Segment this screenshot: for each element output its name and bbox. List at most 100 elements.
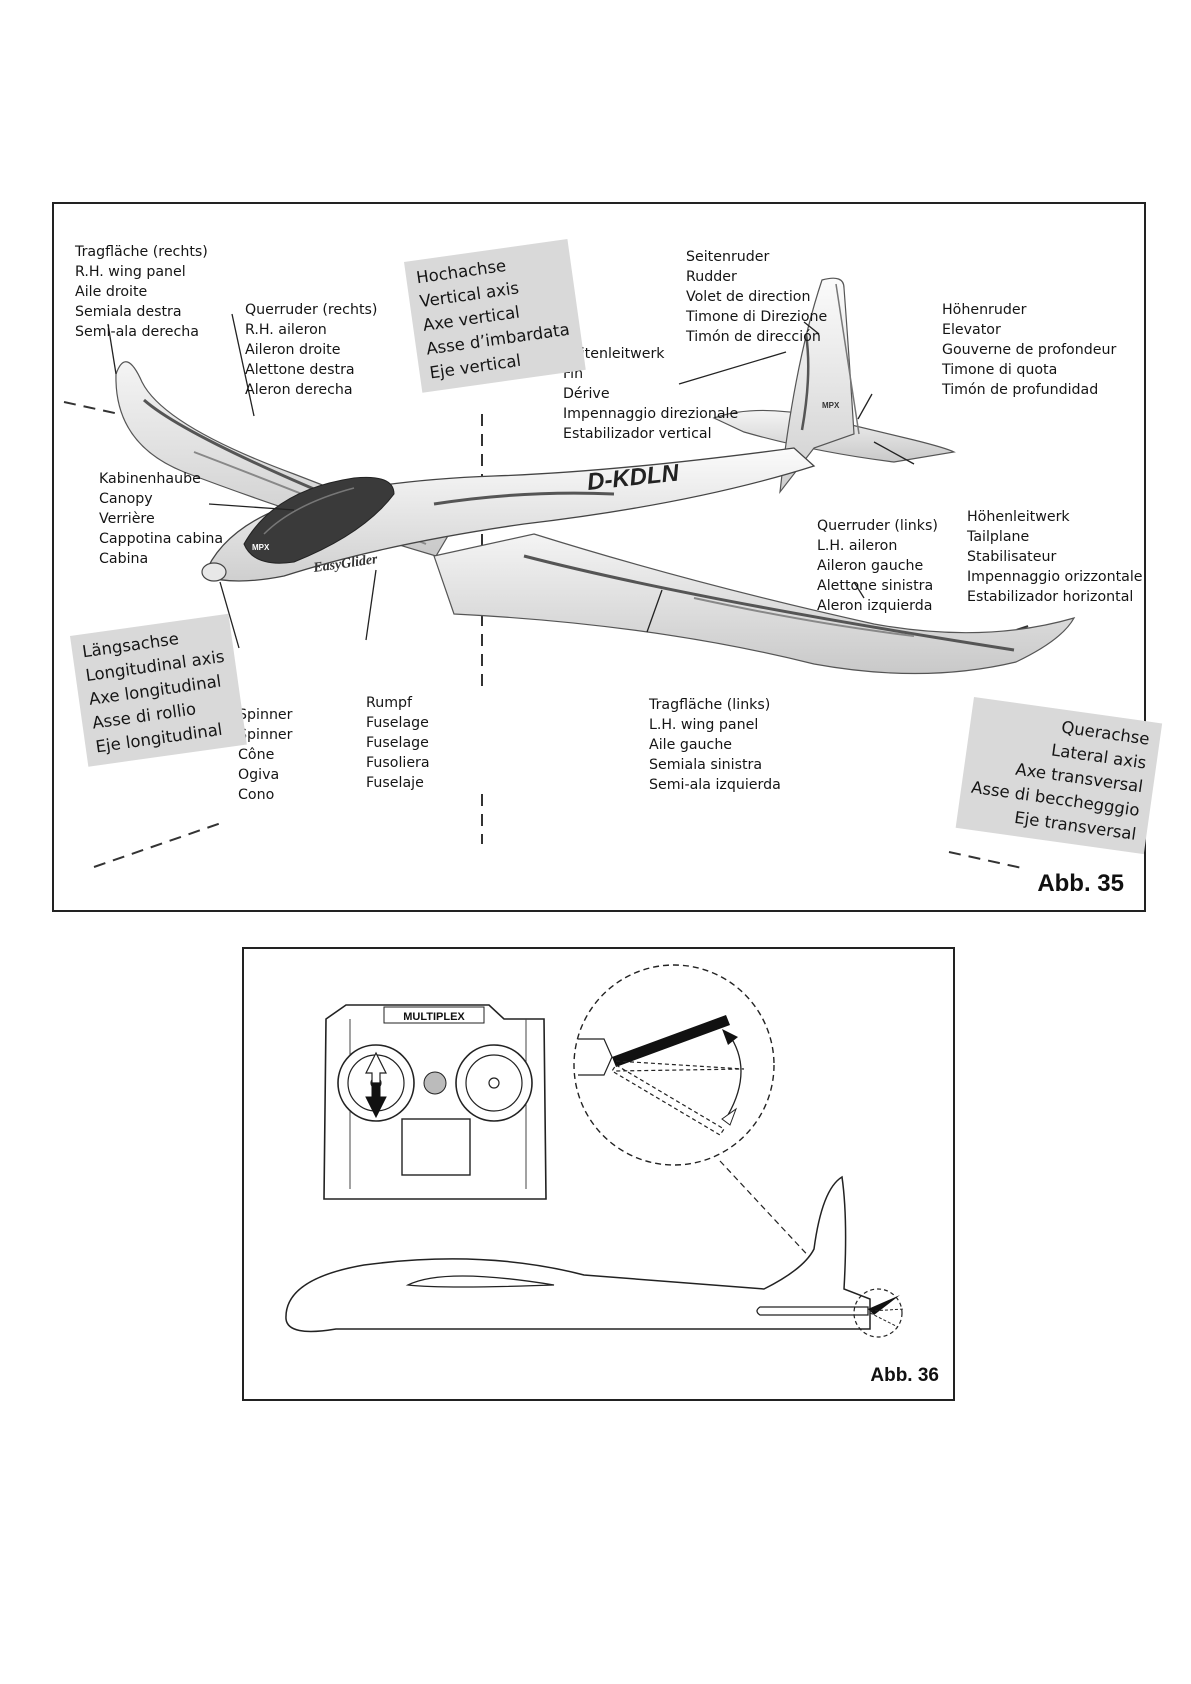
elevator-raised: [612, 1015, 730, 1067]
label-line: Fusoliera: [366, 755, 430, 771]
center-button: [423, 1071, 447, 1095]
glider-fuselage-outline: [285, 1175, 871, 1333]
right-stick: [488, 1077, 500, 1089]
label-line: Tailplane: [967, 529, 1030, 545]
leader-spinner: [219, 581, 240, 649]
glider-illustration: D-KDLN EasyGlider MPX MPX: [63, 277, 1076, 869]
elevator-lowered: [611, 1064, 725, 1136]
label-right-aileron: Querruder (rechts) R.H. aileron Aileron …: [245, 300, 377, 400]
label-line: Timón de profundidad: [942, 382, 1099, 398]
longitudinal-axis-box: Längsachse Longitudinal axis Axe longitu…: [70, 613, 247, 767]
canopy-logo-text: MPX: [252, 543, 270, 552]
leader-tailplane: [873, 441, 915, 465]
label-line: Semi-ala derecha: [75, 324, 199, 340]
label-line: Höhenleitwerk: [967, 509, 1070, 525]
label-line: Kabinenhaube: [99, 471, 201, 487]
label-line: Cabina: [99, 551, 149, 567]
label-canopy: Kabinenhaube Canopy Verrière Cappotina c…: [99, 469, 223, 569]
label-line: Cône: [238, 747, 275, 763]
label-line: L.H. aileron: [817, 538, 898, 554]
leader-lines: [107, 313, 915, 649]
canopy-shape: [243, 476, 395, 564]
label-line: Querruder (rechts): [245, 302, 378, 318]
vertical-axis-box: Hochachse Vertical axis Axe vertical Ass…: [404, 239, 586, 393]
label-fin: Seitenleitwerk Fin Dérive Impennaggio di…: [563, 344, 738, 444]
label-tailplane: Höhenleitwerk Tailplane Stabilisateur Im…: [967, 507, 1143, 607]
label-line: Querruder (links): [817, 518, 938, 534]
fuselage-stripe: [433, 491, 615, 506]
label-line: Semiala sinistra: [649, 757, 763, 773]
label-right-wing-panel: Tragfläche (rechts) R.H. wing panel Aile…: [75, 242, 208, 342]
label-line: Tragfläche (links): [649, 697, 771, 713]
label-line: Seitenruder: [686, 249, 770, 265]
label-line: Timone di quota: [942, 362, 1058, 378]
label-line: Höhenruder: [942, 302, 1027, 318]
left-wing-stripe: [523, 554, 1015, 652]
label-line: Rumpf: [366, 695, 413, 711]
label-line: R.H. wing panel: [75, 264, 186, 280]
label-line: Tragfläche (rechts): [75, 244, 208, 260]
elevator-small-dashed: [869, 1308, 905, 1328]
canopy-highlight: [263, 487, 355, 535]
arrow-down-icon: [365, 1082, 387, 1119]
label-line: Aileron droite: [245, 342, 341, 358]
label-line: Volet de direction: [686, 289, 811, 305]
label-line: Alettone sinistra: [817, 578, 934, 594]
elevator-diagram: MULTIPLEX: [285, 964, 905, 1338]
leader-right-wing: [107, 323, 117, 375]
label-fuselage: Rumpf Fuselage Fuselage Fusoliera Fusela…: [366, 693, 430, 793]
label-line: Elevator: [942, 322, 1001, 338]
label-line: Stabilisateur: [967, 549, 1057, 565]
transmitter-display: [401, 1118, 471, 1176]
label-line: Verrière: [99, 511, 155, 527]
spinner-shape: [201, 562, 227, 582]
label-line: Fuselage: [366, 715, 429, 731]
left-wing-panel: [433, 533, 1076, 675]
lateral-axis-line-right: [948, 851, 1023, 869]
label-spinner: Spinner Spinner Cône Ogiva Cono: [238, 705, 293, 805]
leader-right-aileron: [231, 313, 255, 417]
label-line: Gouverne de profondeur: [942, 342, 1117, 358]
label-line: Estabilizador vertical: [563, 426, 712, 442]
label-left-aileron: Querruder (links) L.H. aileron Aileron g…: [817, 516, 938, 616]
label-line: Semi-ala izquierda: [649, 777, 781, 793]
elevator-neutral: [615, 1060, 745, 1072]
lateral-axis-line-left: [63, 401, 157, 423]
label-line: Aile droite: [75, 284, 148, 300]
label-line: Aileron gauche: [817, 558, 924, 574]
label-line: L.H. wing panel: [649, 717, 759, 733]
lateral-axis-box: Querachse Lateral axis Axe transversal A…: [955, 697, 1162, 855]
elevator-small-raised: [868, 1295, 900, 1315]
label-line: Aleron derecha: [245, 382, 353, 398]
leader-left-aileron: [853, 581, 865, 599]
glider-side-view: [285, 1175, 905, 1338]
label-line: Semiala destra: [75, 304, 182, 320]
label-line: Ogiva: [238, 767, 280, 783]
arc-arrow-up-icon: [722, 1029, 738, 1045]
leader-fin: [678, 351, 787, 385]
rudder-hinge-line: [835, 283, 860, 435]
leader-left-wing: [646, 589, 663, 633]
label-line: R.H. aileron: [245, 322, 327, 338]
figure-35-caption: Abb. 35: [1037, 870, 1124, 897]
transmitter: MULTIPLEX: [323, 1004, 547, 1200]
label-rudder: Seitenruder Rudder Volet de direction Ti…: [686, 247, 827, 347]
fin-logo-text: MPX: [822, 401, 840, 410]
figure-36-elevator-check: MULTIPLEX: [242, 947, 955, 1401]
figure-36-caption: Abb. 36: [870, 1365, 939, 1386]
label-line: Aile gauche: [649, 737, 733, 753]
label-line: Timón de dirección: [686, 329, 821, 345]
label-line: Fuselage: [366, 735, 429, 751]
left-aileron-line: [693, 597, 915, 637]
label-line: Aleron izquierda: [817, 598, 933, 614]
fin-stripe: [800, 333, 810, 431]
label-line: Cono: [238, 787, 275, 803]
leader-canopy: [208, 503, 295, 511]
figure-35-glider-nomenclature: D-KDLN EasyGlider MPX MPX Tragfläche (re…: [52, 202, 1162, 912]
label-line: Impennaggio direzionale: [563, 406, 739, 422]
label-line: Estabilizador horizontal: [967, 589, 1134, 605]
label-line: Fuselaje: [366, 775, 424, 791]
brand-plate: [383, 1006, 485, 1024]
label-left-wing-panel: Tragfläche (links) L.H. wing panel Aile …: [649, 695, 781, 795]
transmitter-brand: MULTIPLEX: [403, 1011, 465, 1023]
